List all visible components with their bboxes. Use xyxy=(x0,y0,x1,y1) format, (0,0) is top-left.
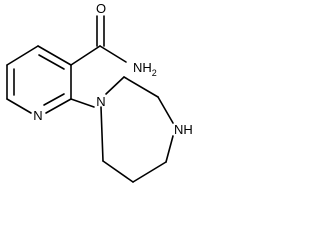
bond-c3-c4 xyxy=(37,45,72,66)
bond-n1-c2 xyxy=(45,98,72,114)
bond-n1-c2-inner xyxy=(43,93,65,106)
atom-label-amide-oxygen: O xyxy=(96,1,106,16)
bond-n1-ca xyxy=(105,76,125,95)
bond-c3-c4-inner xyxy=(38,54,65,70)
bond-cd-ce xyxy=(102,160,134,183)
bond-n4-cc xyxy=(165,135,174,163)
bond-c3-carbonyl xyxy=(70,45,101,66)
amide-nitrogen-text: NH2 xyxy=(133,60,157,78)
atom-label-amide-nitrogen: NH2 xyxy=(133,60,157,78)
chemical-structure-drawing: O NH2 N N NH xyxy=(6,1,193,183)
atom-label-diazepane-n4: NH xyxy=(174,122,193,137)
atom-label-pyridine-nitrogen: N xyxy=(33,108,42,123)
bond-cc-cd xyxy=(132,161,167,183)
bond-c4-c5 xyxy=(6,45,39,66)
bond-carbonyl-nh2 xyxy=(99,45,127,63)
pyridine-nitrogen-text: N xyxy=(33,108,42,123)
amide-nitrogen-symbol: NH xyxy=(133,60,152,75)
diazepane-ring xyxy=(100,76,174,183)
pyridine-ring xyxy=(6,45,72,114)
amide-oxygen-text: O xyxy=(96,1,106,16)
bond-ca-cb xyxy=(123,76,159,98)
amide-nitrogen-subscript: 2 xyxy=(152,68,157,78)
bond-cb-n4 xyxy=(157,96,174,124)
bond-c2-diazepane-n1 xyxy=(70,98,95,108)
bond-ce-n1 xyxy=(100,106,104,162)
bond-c6-n1 xyxy=(6,98,32,114)
carboxamide-group xyxy=(70,15,127,66)
atom-label-diazepane-n1: N xyxy=(96,94,105,109)
diazepane-n4-text: NH xyxy=(174,122,193,137)
diazepane-n1-text: N xyxy=(96,94,105,109)
